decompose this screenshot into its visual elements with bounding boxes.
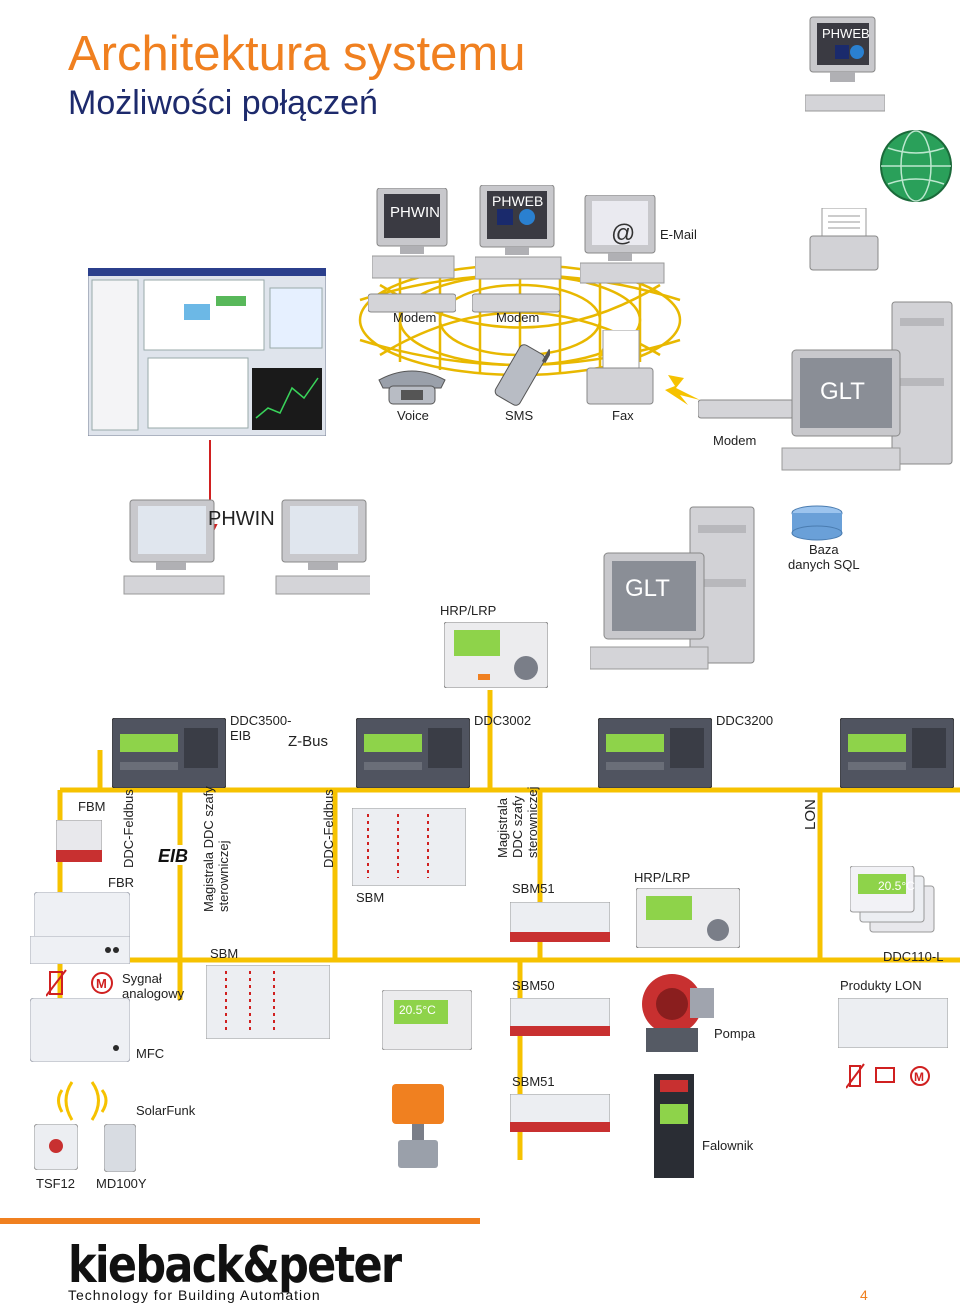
lon-label: LON [802,799,819,830]
lon-room-units [850,866,935,933]
eib-logo: EIB [156,845,190,865]
sbm-low-label: SBM [210,946,239,961]
room-unit-display [382,990,472,1050]
printer-icon [809,208,879,271]
sbm51-top-module [510,902,610,942]
email-label: E-Mail [660,227,697,242]
page-number: 4 [860,1287,868,1303]
sbm-mid-module [352,808,466,886]
phwin-local-label: PHWIN [208,508,275,530]
svg-text:M: M [914,1070,924,1084]
ddc-feldbus-2-label: DDC-Feldbus [321,789,336,868]
fbr-indicator-strip [30,936,130,964]
phweb-top-label: PHWEB [822,26,870,41]
phweb-remote-workstation [475,185,562,280]
sbm51-top-label: SBM51 [512,881,555,896]
page-title: Architektura systemu [68,27,526,81]
modem-right-label: Modem [496,310,540,325]
mfc-device [30,998,130,1062]
magistrala-1-label: Magistrala DDC szafy sterowniczej [201,786,231,912]
fbr-label: FBR [108,875,134,890]
page-subtitle: Możliwości połączeń [68,84,378,122]
brand-tagline: Technology for Building Automation [68,1287,321,1303]
telephone-icon [378,370,446,405]
solarfunk-waves [57,1081,108,1121]
display-temp-2: 20.5°C [399,1003,436,1017]
modem-right-icon [472,293,560,313]
frequency-converter-icon [654,1074,694,1178]
glt-top-label: GLT [820,378,865,405]
email-at-icon: @ [611,220,636,247]
sygnal-label: Sygnał analogowy [122,971,185,1001]
eib-logo-text: EIB [158,846,188,865]
solarfunk-label: SolarFunk [136,1103,196,1118]
phweb-top-workstation [805,16,885,112]
ddc3200-controller [598,718,712,788]
tsf12-label: TSF12 [36,1176,76,1191]
falownik-label: Falownik [702,1138,754,1153]
ddc3002-controller [356,718,470,788]
modem-glt-icon [698,399,794,419]
phwin-software-screenshot [88,268,326,436]
internet-globe-icon [880,130,952,202]
mfc-label: MFC [136,1046,165,1061]
sql-database-label: Baza danych SQL [788,542,860,572]
svg-text:M: M [96,976,107,991]
md100y-device [104,1124,136,1172]
valve-actuator-icon [392,1084,444,1168]
glt-top-workstation [781,301,953,471]
fax-machine-icon [586,330,654,405]
pump-icon [642,974,714,1052]
lon-actuator-symbols: M [846,1063,930,1089]
sbm-low-module [206,965,330,1039]
sbm-mid-label: SBM [356,890,385,905]
phwin-local-workstations [123,499,370,595]
pompa-label: Pompa [714,1026,756,1041]
sbm50-module [510,998,610,1036]
sbm51-bottom-label: SBM51 [512,1074,555,1089]
sms-label: SMS [505,408,534,423]
email-workstation [580,195,665,284]
fbm-module [56,820,102,862]
glt-local-workstation [590,506,755,670]
analog-signal-symbols: M [46,969,113,997]
phwin-remote-label: PHWIN [390,204,440,221]
ddc110-label: DDC110-L [883,949,944,964]
hrp-lrp-bottom-panel [636,888,740,948]
lon-products-module [838,998,948,1048]
ddc3002-label: DDC3002 [474,713,532,728]
sql-database-icon [791,505,843,541]
voice-label: Voice [397,408,429,423]
display-temp-1: 20.5°C [878,879,915,893]
phwin-remote-workstation [372,188,455,279]
modem-glt-label: Modem [713,433,757,448]
phweb-remote-label: PHWEB [492,193,544,209]
ddc3500-label: DDC3500- EIB [230,713,292,743]
footer-orange-bar [0,1218,480,1224]
hrp-lrp-bottom-label: HRP/LRP [634,870,691,885]
z-bus-label: Z-Bus [288,733,329,750]
fbm-label: FBM [78,799,106,814]
produkty-lon-label: Produkty LON [840,978,922,993]
glt-local-label: GLT [625,575,670,602]
ddc-feldbus-1-label: DDC-Feldbus [121,789,136,868]
sbm50-label: SBM50 [512,978,555,993]
ddc-right-controller [840,718,954,788]
fax-label: Fax [612,408,634,423]
hrp-lrp-top-panel [444,622,548,688]
mobile-phone-icon [494,344,550,406]
tsf12-device [34,1124,78,1170]
magistrala-2-label: Magistrala DDC szafy sterowniczej [495,786,540,858]
brand-logo: kieback&peter [68,1236,402,1294]
md100y-label: MD100Y [96,1176,147,1191]
hrp-lrp-top-label: HRP/LRP [440,603,497,618]
modem-left-label: Modem [393,310,437,325]
sbm51-bottom-module [510,1094,610,1132]
ddc3500-controller [112,718,226,788]
modem-left-icon [368,293,456,313]
ddc3200-label: DDC3200 [716,713,774,728]
